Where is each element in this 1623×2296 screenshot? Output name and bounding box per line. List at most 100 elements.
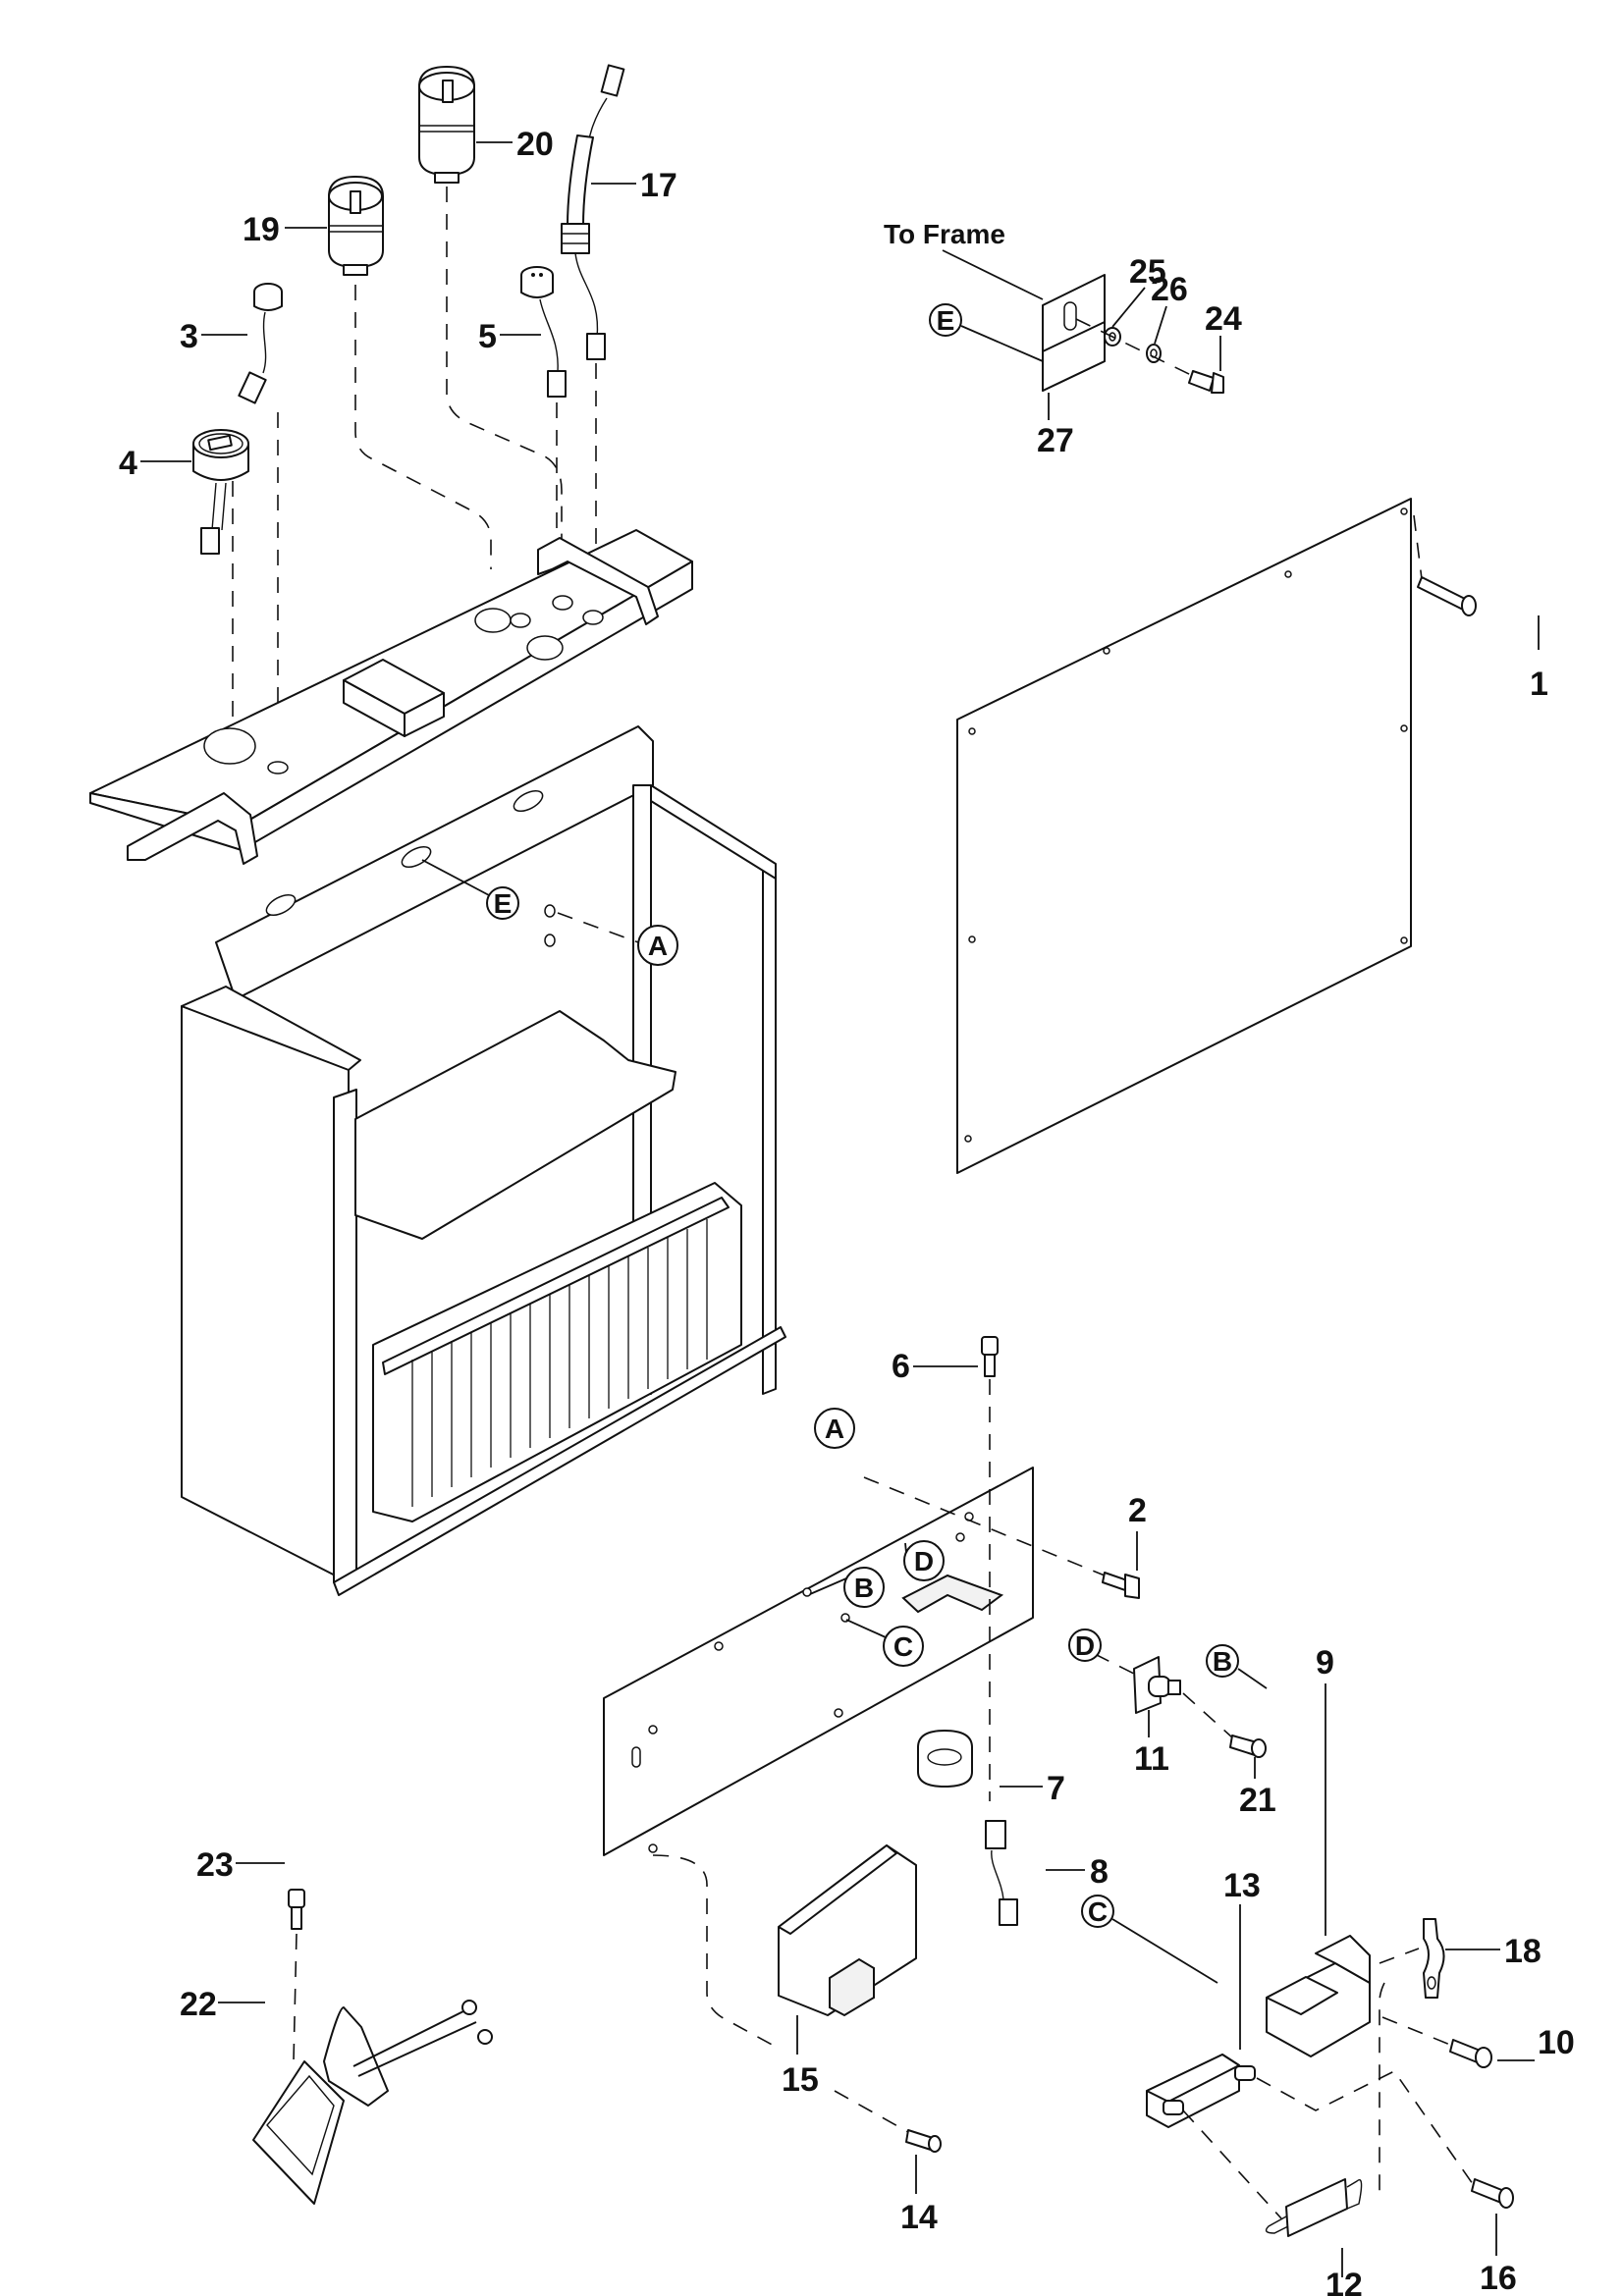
svg-text:7: 7 bbox=[1047, 1770, 1065, 1807]
part-15-control-module bbox=[778, 1844, 917, 2017]
alignment-line bbox=[1182, 2109, 1282, 2219]
part-16-screw bbox=[1471, 2178, 1514, 2209]
svg-text:B: B bbox=[854, 1573, 874, 1603]
svg-text:23: 23 bbox=[196, 1846, 234, 1884]
part-2-bolt bbox=[1102, 1572, 1140, 1599]
svg-text:14: 14 bbox=[900, 2199, 938, 2236]
part-8-harness bbox=[985, 1820, 1018, 1926]
callout-14: 14 bbox=[900, 2155, 938, 2236]
callout-11: 11 bbox=[1134, 1710, 1169, 1778]
callout-5: 5 bbox=[478, 318, 541, 355]
svg-text:9: 9 bbox=[1316, 1644, 1334, 1682]
ref-circle-D-plate: D bbox=[903, 1540, 945, 1581]
svg-text:C: C bbox=[893, 1631, 913, 1662]
callout-13: 13 bbox=[1223, 1867, 1261, 2050]
svg-text:22: 22 bbox=[180, 1986, 217, 2023]
callout-19: 19 bbox=[243, 211, 327, 248]
callout-9: 9 bbox=[1316, 1644, 1334, 1936]
ref-circle-C-fuse-block: C bbox=[1081, 1895, 1218, 1984]
part-27-bracket bbox=[1042, 274, 1106, 392]
mounting-plate bbox=[603, 1467, 1034, 1856]
part-14-screw bbox=[905, 2129, 942, 2153]
svg-text:13: 13 bbox=[1223, 1867, 1261, 1904]
part-6-screw bbox=[981, 1336, 999, 1377]
part-1-screw bbox=[1417, 576, 1477, 616]
alignment-line bbox=[1413, 514, 1423, 580]
part-3-push-button bbox=[238, 283, 283, 404]
svg-text:1: 1 bbox=[1530, 666, 1548, 703]
svg-text:27: 27 bbox=[1037, 422, 1074, 459]
alignment-line bbox=[652, 1854, 777, 2048]
callout-15: 15 bbox=[782, 2015, 819, 2099]
part-4-hour-meter bbox=[192, 429, 249, 555]
alignment-line bbox=[1379, 1982, 1385, 2194]
heatsink-fins bbox=[411, 1219, 708, 1507]
svg-text:10: 10 bbox=[1538, 2024, 1575, 2061]
ref-circle-A-box: A bbox=[557, 912, 678, 966]
ref-circle-E-box: E bbox=[421, 859, 519, 920]
part-20-plug bbox=[418, 66, 475, 184]
part-9-contactor bbox=[1266, 1935, 1371, 2057]
alignment-line bbox=[1182, 1692, 1233, 1738]
alignment-line bbox=[1381, 2016, 1451, 2046]
alignment-line bbox=[354, 285, 492, 569]
svg-text:E: E bbox=[937, 305, 955, 336]
svg-text:To Frame: To Frame bbox=[884, 219, 1005, 249]
svg-text:2: 2 bbox=[1128, 1492, 1147, 1529]
svg-text:16: 16 bbox=[1480, 2260, 1517, 2296]
part-17-harness bbox=[561, 64, 625, 360]
svg-text:3: 3 bbox=[180, 318, 198, 355]
part-5-sensor bbox=[520, 266, 567, 398]
ref-circle-E-bracket: E bbox=[929, 303, 1044, 362]
alignment-line bbox=[446, 187, 563, 589]
svg-text:4: 4 bbox=[119, 445, 137, 482]
svg-text:15: 15 bbox=[782, 2061, 819, 2099]
alignment-line bbox=[834, 2090, 909, 2133]
callout-8: 8 bbox=[1046, 1853, 1109, 1891]
callout-26: 26 bbox=[1151, 271, 1188, 345]
svg-text:D: D bbox=[1075, 1630, 1095, 1661]
part-21-screw bbox=[1229, 1735, 1267, 1758]
svg-text:E: E bbox=[494, 888, 513, 919]
callout-25: 25 bbox=[1111, 253, 1166, 328]
ref-circle-C-plate: C bbox=[845, 1619, 924, 1667]
svg-text:26: 26 bbox=[1151, 271, 1188, 308]
top-cover-plate bbox=[89, 529, 693, 865]
enclosure-box bbox=[181, 725, 786, 1596]
svg-text:8: 8 bbox=[1090, 1853, 1109, 1891]
svg-text:D: D bbox=[914, 1546, 934, 1576]
alignment-line bbox=[293, 1933, 298, 2062]
svg-text:5: 5 bbox=[478, 318, 497, 355]
part-23-screw bbox=[288, 1889, 305, 1930]
svg-text:6: 6 bbox=[892, 1348, 910, 1385]
svg-text:19: 19 bbox=[243, 211, 280, 248]
svg-text:C: C bbox=[1088, 1896, 1108, 1927]
callout-to-frame: To Frame bbox=[884, 219, 1044, 300]
callout-1: 1 bbox=[1530, 615, 1548, 703]
part-12-fuse bbox=[1265, 2178, 1363, 2237]
svg-text:21: 21 bbox=[1239, 1782, 1276, 1819]
svg-text:25: 25 bbox=[1129, 253, 1166, 291]
side-cover-panel bbox=[956, 498, 1412, 1174]
svg-text:A: A bbox=[825, 1414, 844, 1444]
callout-7: 7 bbox=[1000, 1770, 1065, 1807]
callout-24: 24 bbox=[1205, 300, 1242, 371]
part-11-mount bbox=[1133, 1656, 1181, 1714]
svg-text:24: 24 bbox=[1205, 300, 1242, 338]
callout-27: 27 bbox=[1037, 393, 1074, 459]
callout-22: 22 bbox=[180, 1986, 265, 2023]
svg-text:18: 18 bbox=[1504, 1933, 1542, 1970]
svg-text:11: 11 bbox=[1134, 1740, 1169, 1778]
part-22-cable-assembly bbox=[252, 2000, 493, 2205]
alignment-line bbox=[1094, 1653, 1135, 1675]
callout-20: 20 bbox=[476, 126, 554, 163]
alignment-line bbox=[1075, 318, 1194, 377]
svg-text:17: 17 bbox=[640, 167, 677, 204]
callout-6: 6 bbox=[892, 1348, 978, 1385]
part-19-plug bbox=[328, 176, 384, 276]
callout-4: 4 bbox=[119, 445, 191, 482]
callout-3: 3 bbox=[180, 318, 247, 355]
part-24-bolt bbox=[1188, 370, 1224, 394]
alignment-line bbox=[1256, 2069, 1474, 2185]
